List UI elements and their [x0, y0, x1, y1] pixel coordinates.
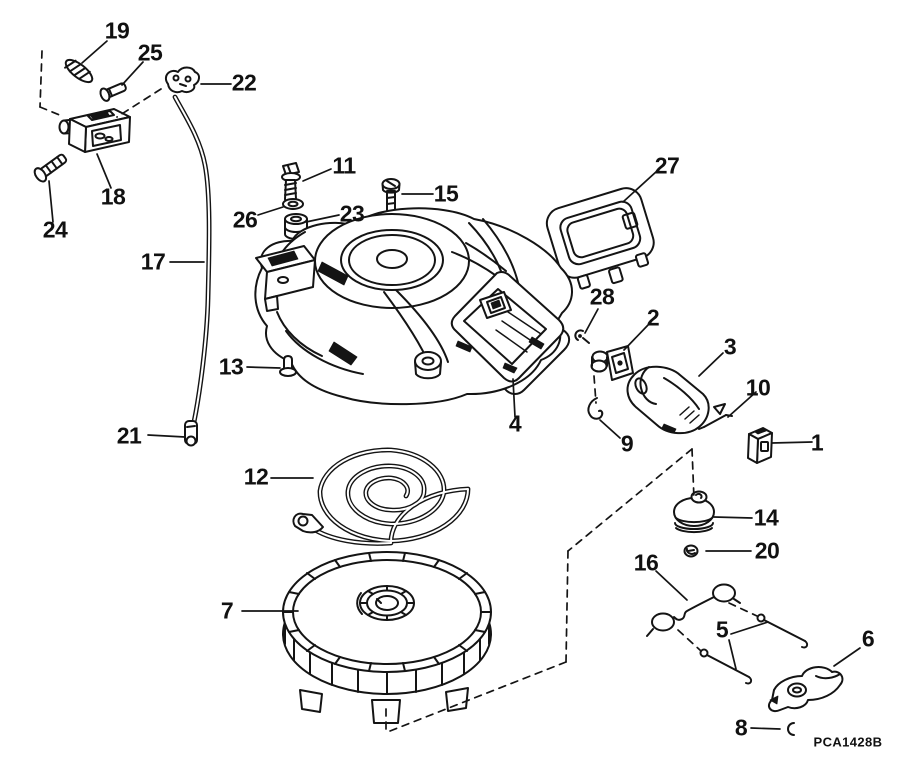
callout-9: 9 — [620, 430, 634, 457]
leader-line — [121, 61, 144, 86]
callout-15: 15 — [433, 180, 459, 207]
leader-line — [655, 570, 688, 601]
part-17-link-rod — [172, 94, 212, 425]
part-27-bezel — [545, 187, 655, 290]
leader-line — [96, 153, 112, 189]
part-24-screw — [33, 153, 68, 183]
callout-6: 6 — [861, 625, 875, 652]
part-14-bushing-knob — [673, 490, 715, 534]
callout-7: 7 — [220, 597, 234, 624]
callout-16: 16 — [633, 549, 659, 576]
part-8-clip — [787, 722, 795, 736]
leader-line — [623, 323, 650, 351]
callout-leader-lines — [39, 40, 861, 735]
part-3-starter-handle — [626, 365, 710, 435]
part-15-screw — [381, 178, 401, 214]
callout-18: 18 — [100, 183, 126, 210]
callout-21: 21 — [116, 422, 142, 449]
assembly-dashed-line — [567, 448, 693, 552]
callout-11: 11 — [332, 152, 356, 179]
leader-line — [713, 516, 753, 519]
callout-10: 10 — [745, 374, 771, 401]
assembly-dashed-line — [593, 375, 597, 404]
callout-20: 20 — [754, 537, 780, 564]
leader-line — [728, 639, 737, 670]
leader-line — [147, 434, 186, 438]
part-11-screw-and-washer — [281, 162, 301, 203]
leader-line — [698, 352, 724, 377]
callout-23: 23 — [339, 200, 365, 227]
assembly-dashed-line — [677, 629, 702, 652]
callout-14: 14 — [753, 504, 779, 531]
part-9-rope-hook — [587, 397, 604, 420]
assembly-dashed-line — [728, 602, 758, 617]
leader-line — [584, 308, 599, 334]
assembly-dashed-line — [691, 448, 695, 500]
part-22-clamp — [164, 66, 200, 94]
callout-17: 17 — [140, 248, 166, 275]
assembly-dashed-line — [39, 50, 43, 108]
callout-13: 13 — [218, 353, 244, 380]
leader-line — [81, 40, 108, 64]
callout-1: 1 — [810, 429, 824, 456]
part-20-nut — [683, 544, 699, 558]
callout-2: 2 — [646, 304, 660, 331]
assembly-dashed-line — [565, 550, 569, 663]
leader-line — [302, 168, 332, 182]
part-7-starter-pulley — [282, 551, 492, 724]
callout-22: 22 — [231, 69, 257, 96]
callout-19: 19 — [104, 17, 130, 44]
part-19-spring — [64, 58, 94, 84]
leader-line — [257, 206, 284, 216]
assembly-dashed-line — [116, 88, 162, 118]
part-16-friction-spring — [646, 583, 741, 637]
callout-8: 8 — [734, 714, 748, 741]
leader-line — [750, 727, 781, 730]
callout-27: 27 — [654, 152, 680, 179]
leader-line — [833, 647, 861, 667]
part-18-lockout-block — [58, 108, 131, 153]
leader-line — [771, 441, 813, 444]
leader-line — [730, 621, 769, 635]
leader-line — [246, 366, 281, 369]
part-6-friction-pawl — [768, 666, 844, 712]
leader-line — [512, 378, 516, 418]
callout-26: 26 — [232, 206, 258, 233]
callout-5: 5 — [715, 616, 729, 643]
callout-12: 12 — [243, 463, 269, 490]
part-10-pin — [698, 403, 733, 430]
part-28-clip — [574, 329, 590, 344]
part-2-spring-anchor — [590, 345, 634, 381]
leader-line — [305, 214, 340, 223]
assembly-dashed-line — [39, 106, 63, 117]
assembly-dashed-line — [389, 661, 567, 732]
callout-28: 28 — [589, 283, 615, 310]
part-21-rod-end — [184, 420, 198, 447]
drawing-code: PCA1428B — [813, 734, 883, 750]
callout-24: 24 — [42, 216, 68, 243]
callout-25: 25 — [137, 39, 163, 66]
leader-line — [622, 170, 658, 203]
part-4-lockout-bracket — [450, 271, 571, 395]
callout-3: 3 — [723, 333, 737, 360]
callout-4: 4 — [508, 410, 522, 437]
part-25-pin — [99, 82, 127, 102]
leader-line — [48, 180, 54, 223]
part-26-washer — [282, 198, 304, 210]
leader-line — [599, 419, 621, 439]
part-1-lockout-stop — [747, 427, 773, 464]
part-13-grommet — [279, 355, 297, 377]
leader-line — [727, 391, 757, 418]
part-5-friction-links — [699, 613, 809, 685]
part-12-recoil-spring — [292, 447, 471, 546]
